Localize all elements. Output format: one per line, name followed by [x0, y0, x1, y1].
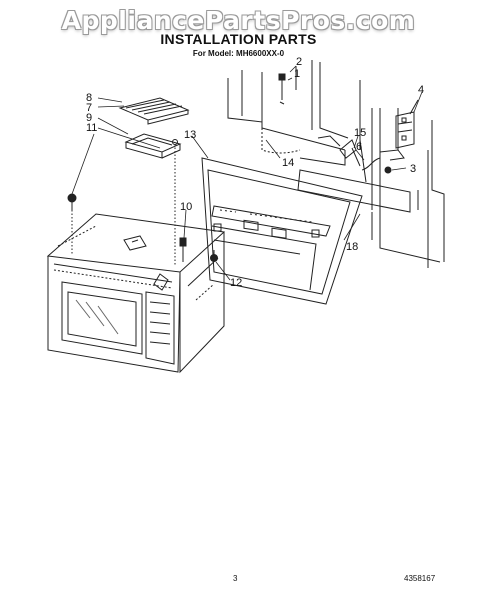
watermark-text: AppliancePartsPros.com: [61, 6, 416, 35]
callout-2: 2: [296, 56, 302, 68]
callout-4: 4: [418, 84, 424, 96]
page-number: 3: [233, 574, 238, 583]
callout-11: 11: [86, 122, 97, 134]
microwave-oven: [46, 213, 226, 374]
callout-1: 1: [294, 68, 300, 80]
top-plate: [201, 157, 363, 305]
callout-10: 10: [180, 201, 192, 213]
callout-7: 7: [86, 102, 92, 114]
callout-9: 9: [86, 112, 92, 124]
damper-bracket: [124, 133, 182, 266]
callout-13: 13: [184, 129, 196, 141]
callout-labels: 8 7 9 11 13 10 12 2 1 14 15 6 3 4 18: [86, 56, 424, 289]
vent-grille: [118, 97, 190, 125]
diagram-title: INSTALLATION PARTS: [160, 31, 317, 47]
wall-cabinet: [227, 60, 445, 268]
callout-8: 8: [86, 92, 92, 104]
callout-12: 12: [230, 277, 242, 289]
wall-bracket: [395, 99, 419, 149]
callout-15: 15: [354, 127, 366, 139]
model-subtitle: For Model: MH6600XX-0: [192, 49, 285, 58]
toggle-bolt: [339, 139, 405, 183]
callout-18: 18: [346, 241, 358, 253]
callout-14: 14: [282, 157, 294, 169]
callout-3: 3: [410, 163, 416, 175]
leader-lines: [71, 65, 423, 281]
callout-6: 6: [356, 141, 362, 153]
upper-cabinet-bolts: [278, 73, 286, 105]
document-number: 4358167: [404, 574, 436, 583]
